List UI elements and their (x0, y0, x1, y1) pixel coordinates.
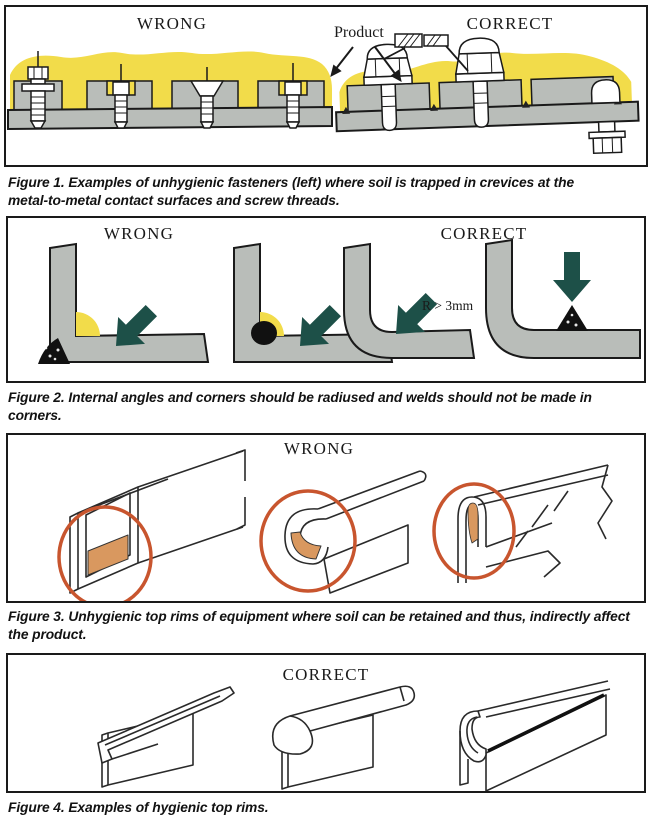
wrong-fasteners-drawing (7, 51, 333, 131)
figure-3-caption: Figure 3. Unhygienic top rims of equipme… (8, 609, 630, 642)
counterbore-screw-fastener (278, 63, 308, 129)
wrong-label: WRONG (103, 224, 175, 243)
box-rim-drawing (69, 449, 246, 594)
figure-2-illustration (38, 238, 641, 364)
wrong-label: WRONG (136, 14, 208, 33)
hemmed-rim-drawing (457, 464, 613, 583)
soil-in-corner (76, 312, 100, 336)
through-bolt-with-nut (588, 79, 626, 155)
counterbore-screw-fastener (106, 64, 136, 129)
figure-4-illustration (97, 680, 611, 791)
weld-spot (251, 321, 277, 345)
figure-1-panel: WRONG CORRECT Product (4, 5, 648, 167)
product-annotation: Product (334, 24, 384, 41)
highlight-circle (57, 505, 153, 601)
figure-4-panel: CORRECT (6, 653, 646, 793)
radius-annotation: R > 3mm (422, 298, 474, 313)
radiused-corner-drawing (343, 242, 476, 359)
trapped-soil (467, 502, 479, 544)
figure-2-panel: WRONG CORRECT R > 3mm (6, 216, 646, 383)
product-pointer-arrows (330, 46, 402, 82)
trapped-soil (87, 534, 129, 576)
figure-1-caption: Figure 1. Examples of unhygienic fastene… (8, 175, 575, 208)
sloped-cap-rim-drawing (97, 686, 235, 788)
wrong-label: WRONG (283, 439, 355, 458)
countersunk-screw-fastener (189, 67, 225, 129)
highlight-circle (432, 482, 516, 580)
correct-label: CORRECT (466, 14, 554, 33)
weld-spot (38, 338, 70, 364)
rolled-rim-drawing (284, 470, 427, 594)
figure-1-illustration (7, 33, 640, 155)
base-plate (7, 105, 333, 131)
correct-fasteners-drawing (335, 37, 640, 155)
sharp-corner-drawing (38, 242, 210, 364)
figure-3-panel: WRONG (6, 433, 646, 603)
trapped-soil (290, 531, 322, 560)
highlight-circle (259, 489, 357, 593)
radiused-corner-weld-drawing (485, 238, 641, 359)
figure-2-caption: Figure 2. Internal angles and corners sh… (8, 390, 592, 423)
teardrop-hem-rim-drawing (459, 680, 611, 791)
curved-cap-rim-drawing (271, 685, 416, 790)
hex-bolt-fastener (21, 51, 55, 129)
correct-label: CORRECT (282, 665, 370, 684)
dome-cap-bolt (454, 37, 505, 128)
seal-detail-icon (383, 33, 469, 72)
correct-label: CORRECT (440, 224, 528, 243)
figure-4-caption: Figure 4. Examples of hygienic top rims. (8, 800, 269, 815)
figure-3-illustration (57, 449, 613, 601)
weld-arrow-icon (553, 252, 591, 302)
weld-spot (556, 305, 588, 331)
